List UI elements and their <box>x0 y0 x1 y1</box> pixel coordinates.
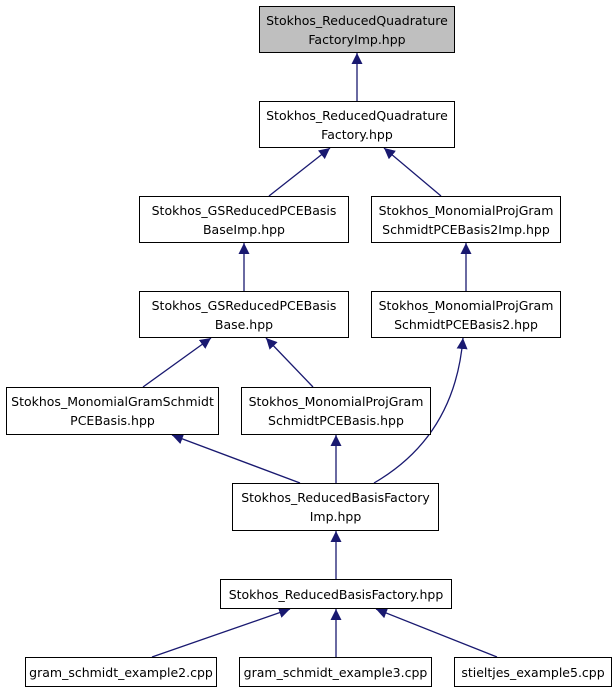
node-gram-schmidt-example2[interactable]: gram_schmidt_example2.cpp <box>25 657 217 687</box>
node-gram-schmidt-example3[interactable]: gram_schmidt_example3.cpp <box>239 657 432 687</box>
edge-n7-n4 <box>265 337 314 388</box>
edge-n3-n1 <box>383 147 442 197</box>
edge-n12-n9 <box>375 607 498 658</box>
edge-n8-n6 <box>171 433 301 484</box>
edges <box>142 53 498 658</box>
edge-n8-n5 <box>373 337 468 484</box>
edge-n6-n4 <box>142 337 212 388</box>
node-reduced-basis-factory[interactable]: Stokhos_ReducedBasisFactory.hpp <box>220 579 452 609</box>
edge-n10-n9 <box>151 607 291 658</box>
edge-n2-n1 <box>268 147 331 197</box>
node-stieltjes-example5[interactable]: stieltjes_example5.cpp <box>454 657 612 687</box>
